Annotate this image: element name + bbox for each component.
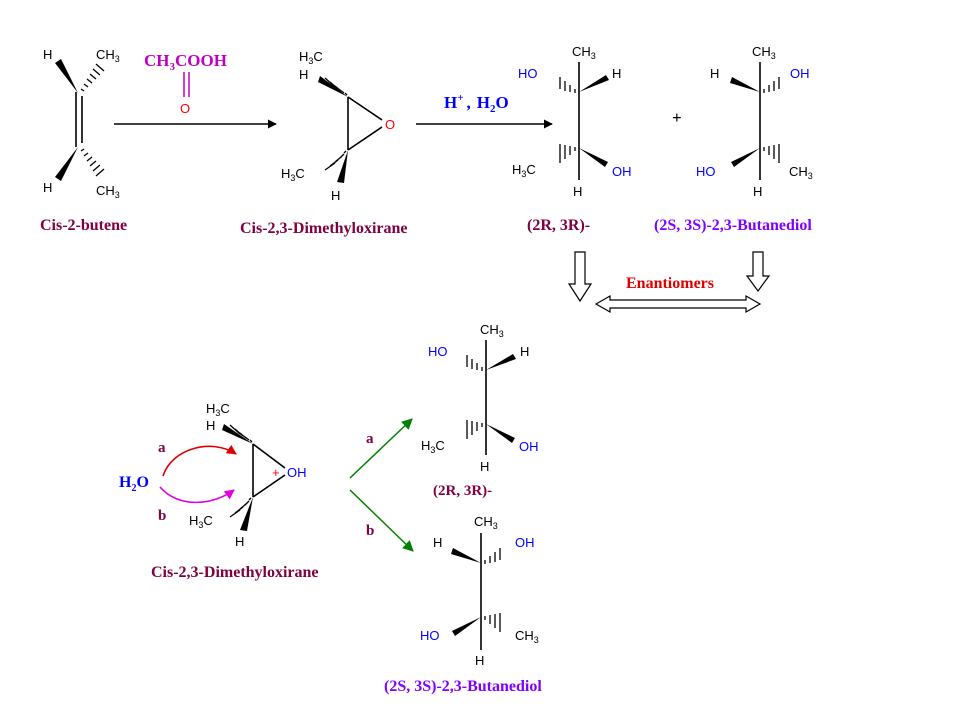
atom-o-ring: O <box>385 117 395 132</box>
peracetic-acid-reagent: CH3COOH O <box>144 51 227 116</box>
atom-h: H <box>475 653 484 668</box>
caption-product-b: (2S, 3S)-2,3-Butanediol <box>384 678 542 695</box>
atom-ho: HO <box>518 66 538 81</box>
caption-product-a: (2R, 3R)- <box>433 483 492 499</box>
atom-plus-charge: + <box>272 465 280 480</box>
label-attack-a: a <box>158 440 166 456</box>
atom-h: H <box>433 535 442 550</box>
atom-h3c: H3C <box>206 401 230 418</box>
atom-ch3: CH3 <box>789 164 813 181</box>
pathway-arrow-a <box>349 418 413 479</box>
reagent-peracid: CH3COOH <box>144 51 227 73</box>
caption-enantiomers: Enantiomers <box>626 275 714 292</box>
caption-cis-2-butene: Cis-2-butene <box>40 217 127 234</box>
diol-2s3s-molecule-bottom: CH3 H OH HO CH3 H <box>420 514 539 668</box>
pathway-arrow-b <box>349 489 414 552</box>
atom-h: H <box>480 459 489 474</box>
epoxide-molecule-top: H3C H O H3C H <box>281 49 395 203</box>
atom-h: H <box>710 66 719 81</box>
epoxide-molecule-bottom: H3C H + OH H3C H <box>189 401 307 549</box>
atom-h3c: H3C <box>299 49 323 66</box>
atom-h: H <box>299 67 308 82</box>
atom-ho: HO <box>428 344 448 359</box>
water-nucleophile: H2O <box>119 474 149 494</box>
atom-oh: OH <box>790 66 810 81</box>
curved-arrow-attack-b <box>159 486 235 504</box>
diol-2r3r-molecule-bottom: CH3 HO H H3C OH H <box>421 322 539 474</box>
atom-oh: OH <box>519 439 539 454</box>
diol-2r3r-molecule-top: CH3 HO H H3C OH H <box>512 44 632 199</box>
label-attack-b: b <box>158 508 166 524</box>
atom-ho: HO <box>696 164 716 179</box>
atom-ch3: CH3 <box>96 47 120 64</box>
down-hollow-arrow-left <box>567 251 593 303</box>
reagent-acid-water: H+,H2O <box>444 92 509 115</box>
atom-ho: HO <box>420 628 440 643</box>
label-path-b: b <box>366 523 374 539</box>
atom-h3c: H3C <box>189 513 213 530</box>
caption-diol-rr: (2R, 3R)- <box>527 217 590 234</box>
atom-h: H <box>520 344 529 359</box>
atom-ch3: CH3 <box>752 44 776 61</box>
atom-ch3: CH3 <box>96 183 120 200</box>
atom-h: H <box>573 184 582 199</box>
cis-2-butene-molecule: H CH3 H CH3 <box>43 47 120 200</box>
plus-sign: + <box>672 108 682 127</box>
atom-h: H <box>331 188 340 203</box>
atom-h: H <box>235 534 244 549</box>
caption-diol-ss: (2S, 3S)-2,3-Butanediol <box>654 217 812 234</box>
atom-o: O <box>180 101 190 116</box>
atom-h3c: H3C <box>512 162 536 179</box>
curved-arrow-attack-a <box>162 444 237 477</box>
double-headed-hollow-arrow <box>594 294 762 314</box>
atom-h: H <box>43 180 52 195</box>
enantiomers-relation: Enantiomers <box>567 251 771 314</box>
atom-h: H <box>206 418 215 433</box>
atom-oh: OH <box>515 535 535 550</box>
atom-ch3: CH3 <box>515 628 539 645</box>
atom-oh: OH <box>612 164 632 179</box>
down-hollow-arrow-right <box>745 251 771 293</box>
atom-h: H <box>753 184 762 199</box>
atom-h: H <box>43 47 52 62</box>
diol-2s3s-molecule-top: CH3 H OH HO CH3 H <box>696 44 813 199</box>
atom-oh-protonated: OH <box>287 465 307 480</box>
atom-h3c: H3C <box>421 438 445 455</box>
label-path-a: a <box>366 431 374 447</box>
atom-h: H <box>612 66 621 81</box>
caption-epoxide-top: Cis-2,3-Dimethyloxirane <box>240 220 408 237</box>
atom-ch3: CH3 <box>572 44 596 61</box>
caption-epoxide-bottom: Cis-2,3-Dimethyloxirane <box>151 564 319 581</box>
atom-ch3: CH3 <box>480 322 504 339</box>
atom-h3c: H3C <box>281 166 305 183</box>
atom-ch3: CH3 <box>474 514 498 531</box>
